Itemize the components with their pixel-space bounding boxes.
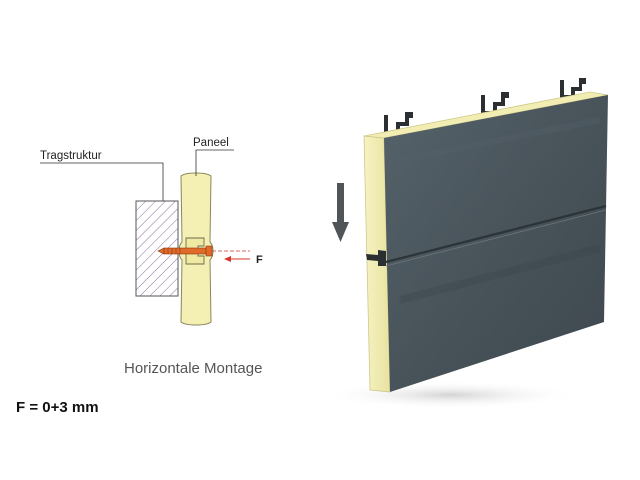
screw [157, 245, 213, 257]
panel-shadow [320, 381, 580, 409]
z-bracket-icon [481, 92, 509, 115]
arrow-down-icon [332, 183, 349, 242]
panel-3d-illustration [320, 78, 609, 409]
section-detail: F Tragstruktur Paneel Horizontale Montag… [40, 137, 263, 377]
support-structure-leader [40, 162, 164, 201]
arrow-left-icon [224, 256, 250, 262]
force-label: F [256, 254, 263, 266]
panel-label: Paneel [193, 137, 229, 149]
panel-joint-line [385, 204, 607, 264]
caption: Horizontale Montage [124, 360, 262, 377]
panel-face [384, 95, 608, 392]
panel-leader [195, 149, 234, 176]
panel-joint-notch [366, 250, 386, 266]
tolerance-formula: F = 0+3 mm [16, 399, 99, 416]
support-structure-label: Tragstruktur [40, 150, 102, 162]
z-bracket-icon [384, 112, 413, 136]
z-bracket-icon [560, 78, 586, 99]
